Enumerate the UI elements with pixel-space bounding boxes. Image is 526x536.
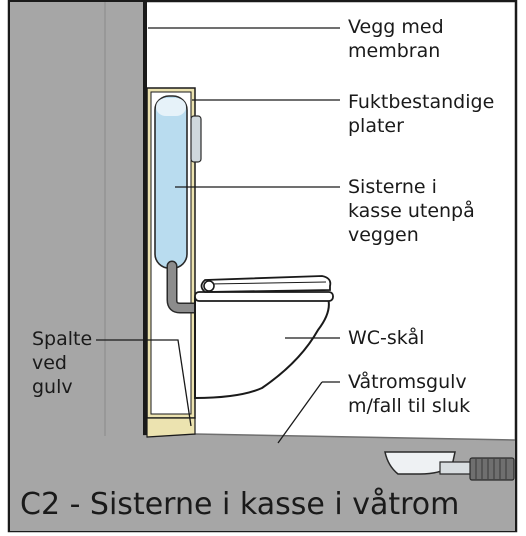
toilet-seat — [194, 291, 334, 302]
cistern-top — [156, 98, 186, 116]
cistern-tank — [154, 95, 188, 269]
label-cistern: Sisterne i kasse utenpå veggen — [348, 176, 481, 246]
wall-recess — [10, 2, 105, 438]
toilet-lid — [200, 275, 332, 293]
label-floor: Våtromsgulv m/fall til sluk — [348, 370, 473, 417]
floor-gap-wedge — [146, 417, 196, 438]
drain-coupling — [469, 457, 515, 481]
drain-coupling-ribs — [475, 458, 507, 480]
figure-caption: C2 - Sisterne i kasse i våtrom — [20, 487, 459, 522]
label-wall-membrane: Vegg med membran — [348, 16, 450, 62]
seat-hinge — [203, 280, 215, 292]
drain-pipe — [439, 461, 473, 475]
label-moisture-boards: Fuktbestandige plater — [348, 91, 500, 137]
toilet-bowl — [194, 297, 330, 400]
label-gap: Spalte ved gulv — [32, 328, 98, 398]
toilet-lid-top — [208, 281, 327, 285]
flush-pipe-fill — [168, 262, 204, 312]
leader-lines — [96, 27, 340, 444]
label-bowl: WC-skål — [348, 326, 424, 349]
flush-plate — [190, 115, 202, 163]
